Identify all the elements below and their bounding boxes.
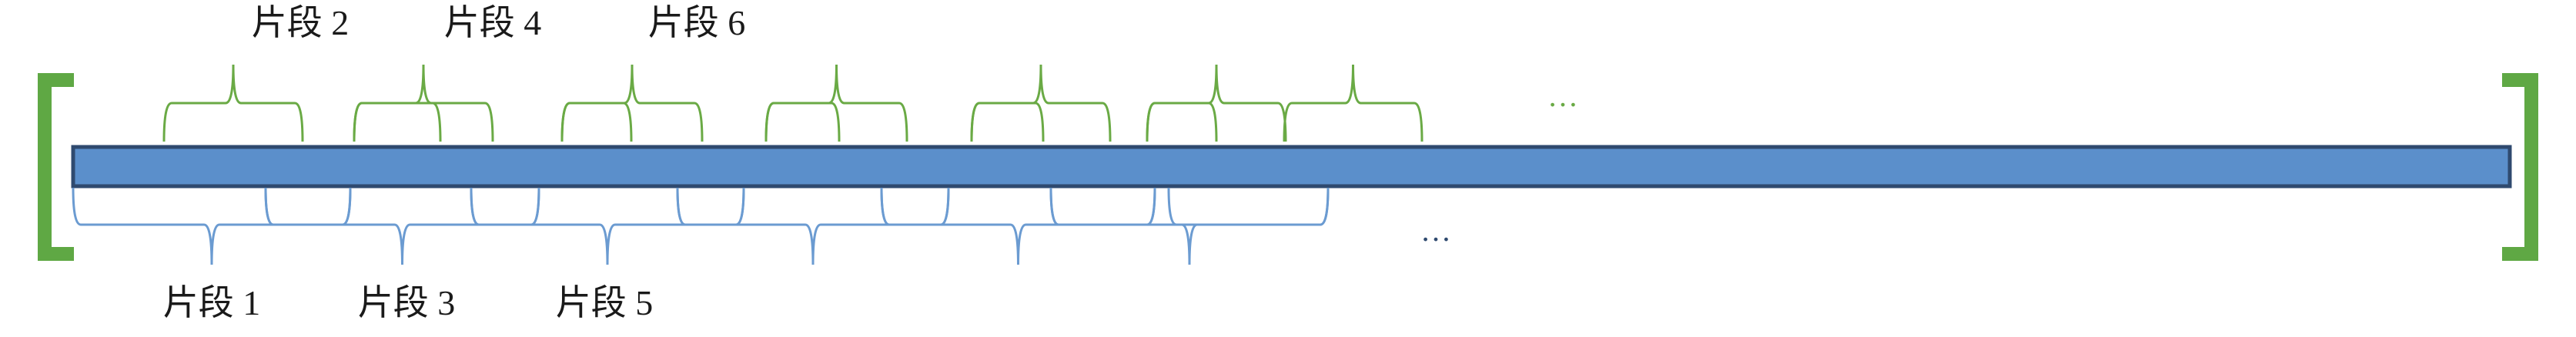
top-segment-braces — [162, 64, 1423, 142]
bottom-segment-label: 片段 1 — [163, 283, 261, 322]
overlap-brace — [264, 187, 352, 226]
bottom-segment-label: 片段 3 — [358, 283, 456, 322]
right-square-bracket — [2502, 73, 2538, 261]
overlap-brace — [353, 102, 442, 142]
top-segment-label: 片段 6 — [648, 3, 746, 42]
overlap-brace — [560, 102, 633, 142]
top-segment-label: 片段 4 — [444, 3, 542, 42]
segment-brace — [72, 187, 352, 265]
segment-brace — [1049, 187, 1330, 265]
bottom-ellipsis: … — [1420, 213, 1451, 248]
segment-brace — [1283, 64, 1423, 142]
sequence-bar — [71, 145, 2512, 189]
overlap-brace — [470, 187, 540, 226]
top-segment-label: 片段 2 — [252, 3, 350, 42]
overlap-brace — [970, 102, 1045, 142]
segment-brace — [676, 187, 950, 265]
segment-brace — [264, 187, 540, 265]
overlap-brace — [676, 187, 745, 226]
overlap-brace — [1049, 187, 1156, 226]
segment-brace — [162, 64, 304, 142]
overlap-brace — [1167, 187, 1330, 226]
overlap-brace — [764, 102, 841, 142]
bottom-segment-label: 片段 5 — [556, 283, 654, 322]
top-ellipsis: … — [1547, 78, 1578, 113]
overlap-brace — [880, 187, 950, 226]
overlap-brace — [1146, 102, 1218, 142]
segment-brace — [880, 187, 1156, 265]
left-square-bracket — [38, 73, 74, 261]
segment-brace — [470, 187, 745, 265]
bottom-segment-braces — [72, 187, 1330, 265]
